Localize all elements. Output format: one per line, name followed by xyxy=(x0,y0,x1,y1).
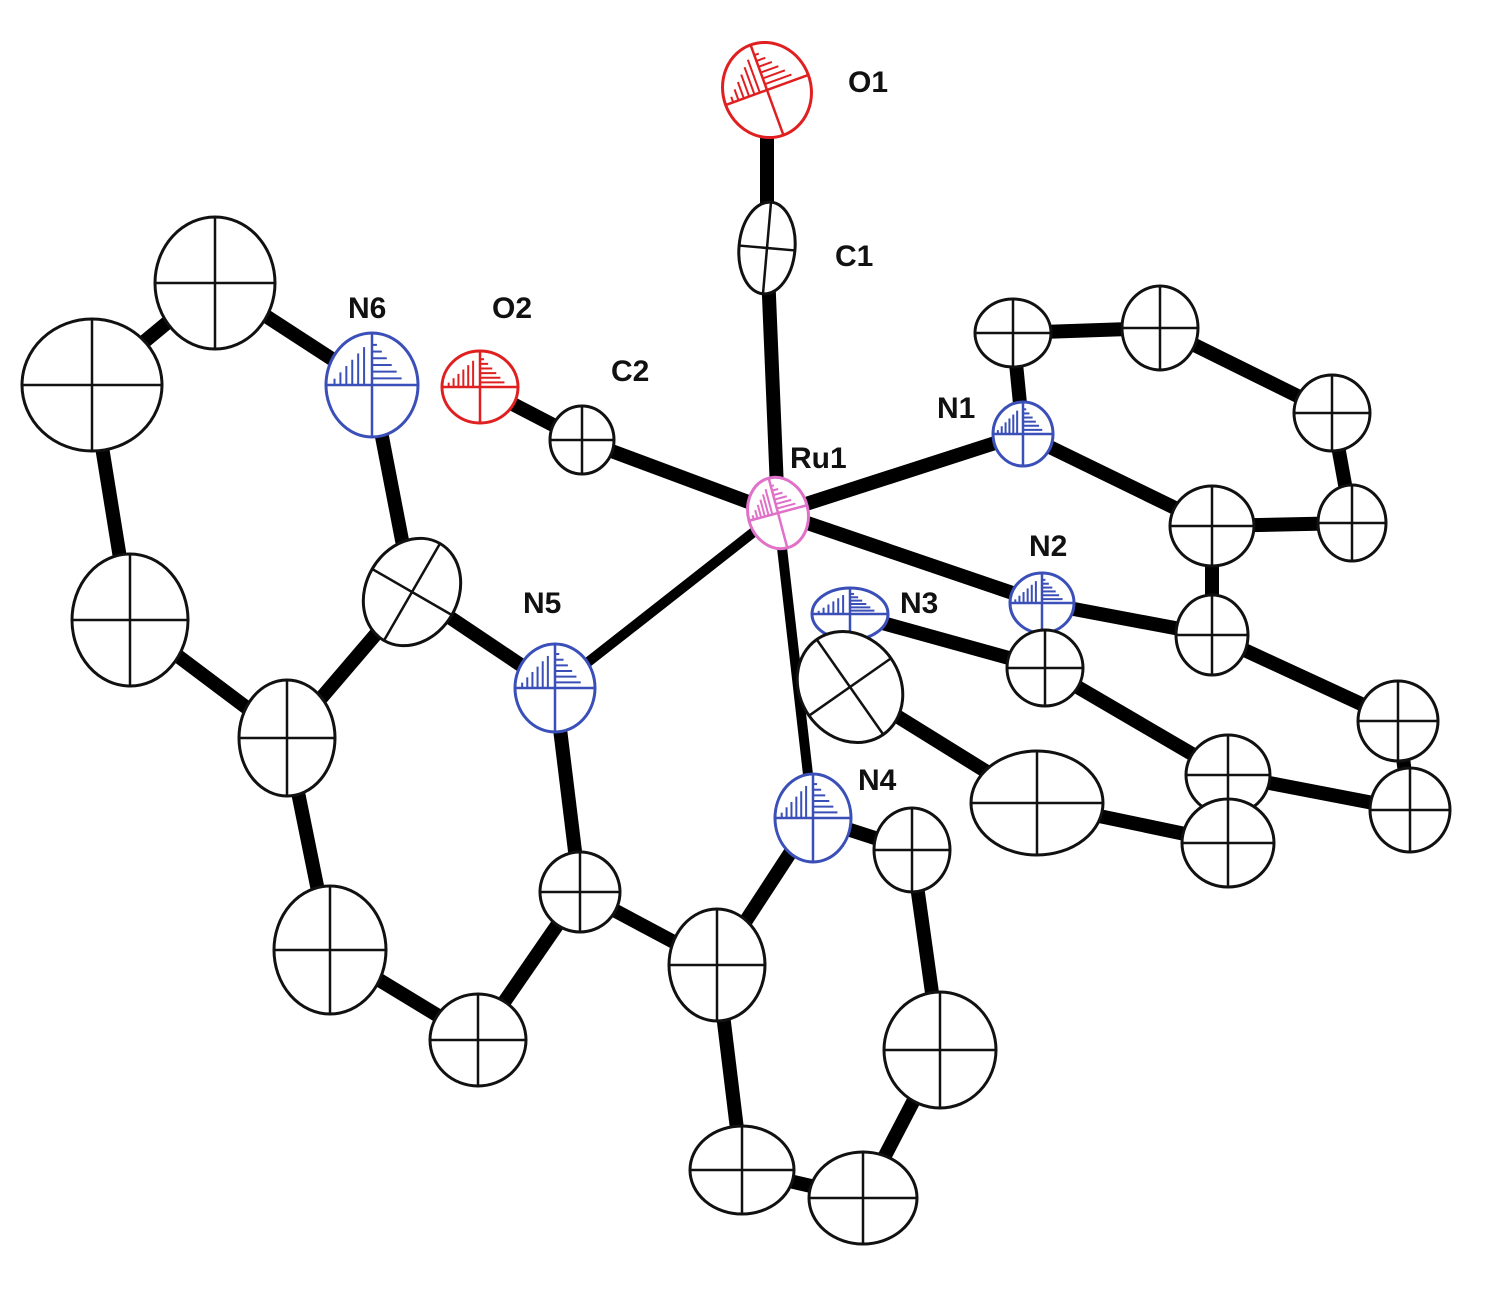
label-n5: N5 xyxy=(523,587,561,620)
atom-o1 xyxy=(721,40,813,140)
atom-g2 xyxy=(872,806,952,894)
atom-b1 xyxy=(1174,593,1250,677)
atom-g5 xyxy=(688,1124,796,1216)
atom-o2 xyxy=(440,349,520,425)
atom-e4 xyxy=(237,678,337,798)
atom-e5 xyxy=(361,536,463,648)
atom-e1 xyxy=(153,215,277,351)
atom-n3 xyxy=(810,586,890,642)
label-c1: C1 xyxy=(835,240,873,273)
bond-ru1-n5 xyxy=(551,509,782,692)
atom-n2 xyxy=(1008,571,1076,635)
atom-c1 xyxy=(737,200,797,296)
atom-d2 xyxy=(969,749,1105,857)
bond-ru1-c2 xyxy=(579,433,781,520)
bond-ru1-n1 xyxy=(775,427,1026,520)
label-o1: O1 xyxy=(848,66,888,99)
label-n3: N3 xyxy=(900,587,938,620)
atom-n6 xyxy=(324,331,420,439)
atom-a1 xyxy=(973,297,1053,369)
atom-c2 xyxy=(548,404,616,476)
label-n1: N1 xyxy=(937,392,975,425)
atom-n1 xyxy=(991,400,1055,468)
atom-f2 xyxy=(428,992,528,1088)
atom-a5 xyxy=(1168,484,1256,568)
atom-g4 xyxy=(807,1150,919,1246)
atom-labels: O1 C1 O2 C2 N6 Ru1 N1 N2 N3 N5 N4 xyxy=(348,66,1067,797)
atom-e2 xyxy=(20,317,164,453)
atom-b3 xyxy=(1368,766,1452,854)
label-n4: N4 xyxy=(858,764,897,797)
atom-a2 xyxy=(1120,284,1200,372)
atom-n4 xyxy=(773,772,853,864)
label-n2: N2 xyxy=(1029,530,1067,563)
bond-ru1-n2 xyxy=(775,506,1045,610)
atom-n5 xyxy=(513,642,597,734)
atom-f1 xyxy=(538,850,622,934)
atom-g1 xyxy=(667,907,767,1023)
atom-b2 xyxy=(1356,679,1440,763)
label-ru1: Ru1 xyxy=(790,442,847,475)
atom-ru1 xyxy=(746,475,810,551)
atom-d3 xyxy=(1180,797,1276,889)
atoms xyxy=(20,40,1452,1246)
atom-b5 xyxy=(1005,628,1085,708)
bond-ru1-n4 xyxy=(773,512,818,819)
atom-g3 xyxy=(882,990,998,1110)
label-n6: N6 xyxy=(348,292,386,325)
label-o2: O2 xyxy=(492,292,532,325)
atom-d1 xyxy=(795,630,905,744)
atom-a3 xyxy=(1292,373,1372,453)
atom-f3 xyxy=(272,884,388,1016)
label-c2: C2 xyxy=(611,355,649,388)
atom-a4 xyxy=(1316,483,1388,563)
atom-e3 xyxy=(70,552,190,688)
